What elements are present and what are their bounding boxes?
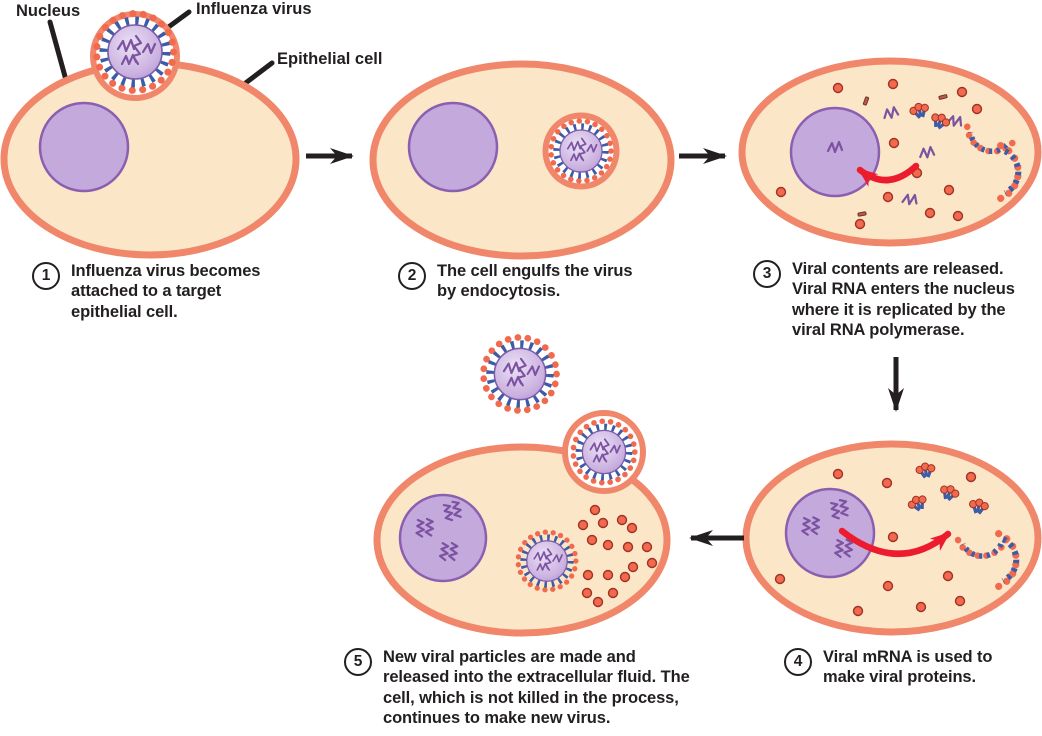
label-influenza-virus: Influenza virus (196, 0, 312, 18)
step-3-text: Viral contents are released. Viral RNA e… (792, 260, 1015, 339)
step-1-number: 1 (32, 262, 60, 290)
step-1: 1 Influenza virus becomes attached to a … (32, 261, 276, 322)
step-3: 3 Viral contents are released. Viral RNA… (753, 259, 1036, 340)
step-2: 2 The cell engulfs the virus by endocyto… (398, 261, 649, 302)
step-3-number: 3 (753, 260, 781, 288)
nucleus-cell-5 (398, 493, 488, 583)
step-5: 5 New viral particles are made and relea… (344, 647, 705, 728)
step-1-text: Influenza virus becomes attached to a ta… (71, 262, 261, 321)
cell-step1 (0, 14, 300, 259)
step-2-number: 2 (398, 262, 426, 290)
nucleus-cell-4 (784, 487, 876, 579)
cell-step3 (738, 57, 1042, 247)
endocytic-vesicle (542, 112, 620, 190)
step-5-text: New viral particles are made and release… (383, 648, 690, 727)
step-4: 4 Viral mRNA is used to make viral prote… (784, 647, 1015, 688)
rna-entering-nucleus-arrow (856, 162, 920, 187)
label-epithelial-cell: Epithelial cell (277, 50, 383, 68)
step-2-text: The cell engulfs the virus by endocytosi… (437, 262, 633, 301)
released-free-virus (483, 337, 556, 410)
epithelial-cell-5 (373, 443, 671, 637)
label-nucleus: Nucleus (16, 2, 81, 20)
step-5-number: 5 (344, 648, 372, 676)
mrna-to-proteins-arrow (838, 527, 952, 557)
epithelial-cell-3 (738, 57, 1042, 247)
step-4-text: Viral mRNA is used to make viral protein… (823, 648, 993, 687)
step-4-number: 4 (784, 648, 812, 676)
cell-step4 (742, 440, 1042, 636)
cell-step2 (369, 60, 675, 260)
nucleus-cell-2 (407, 101, 499, 193)
nucleus-cell-1 (38, 101, 130, 193)
cell-step5 (373, 410, 671, 637)
